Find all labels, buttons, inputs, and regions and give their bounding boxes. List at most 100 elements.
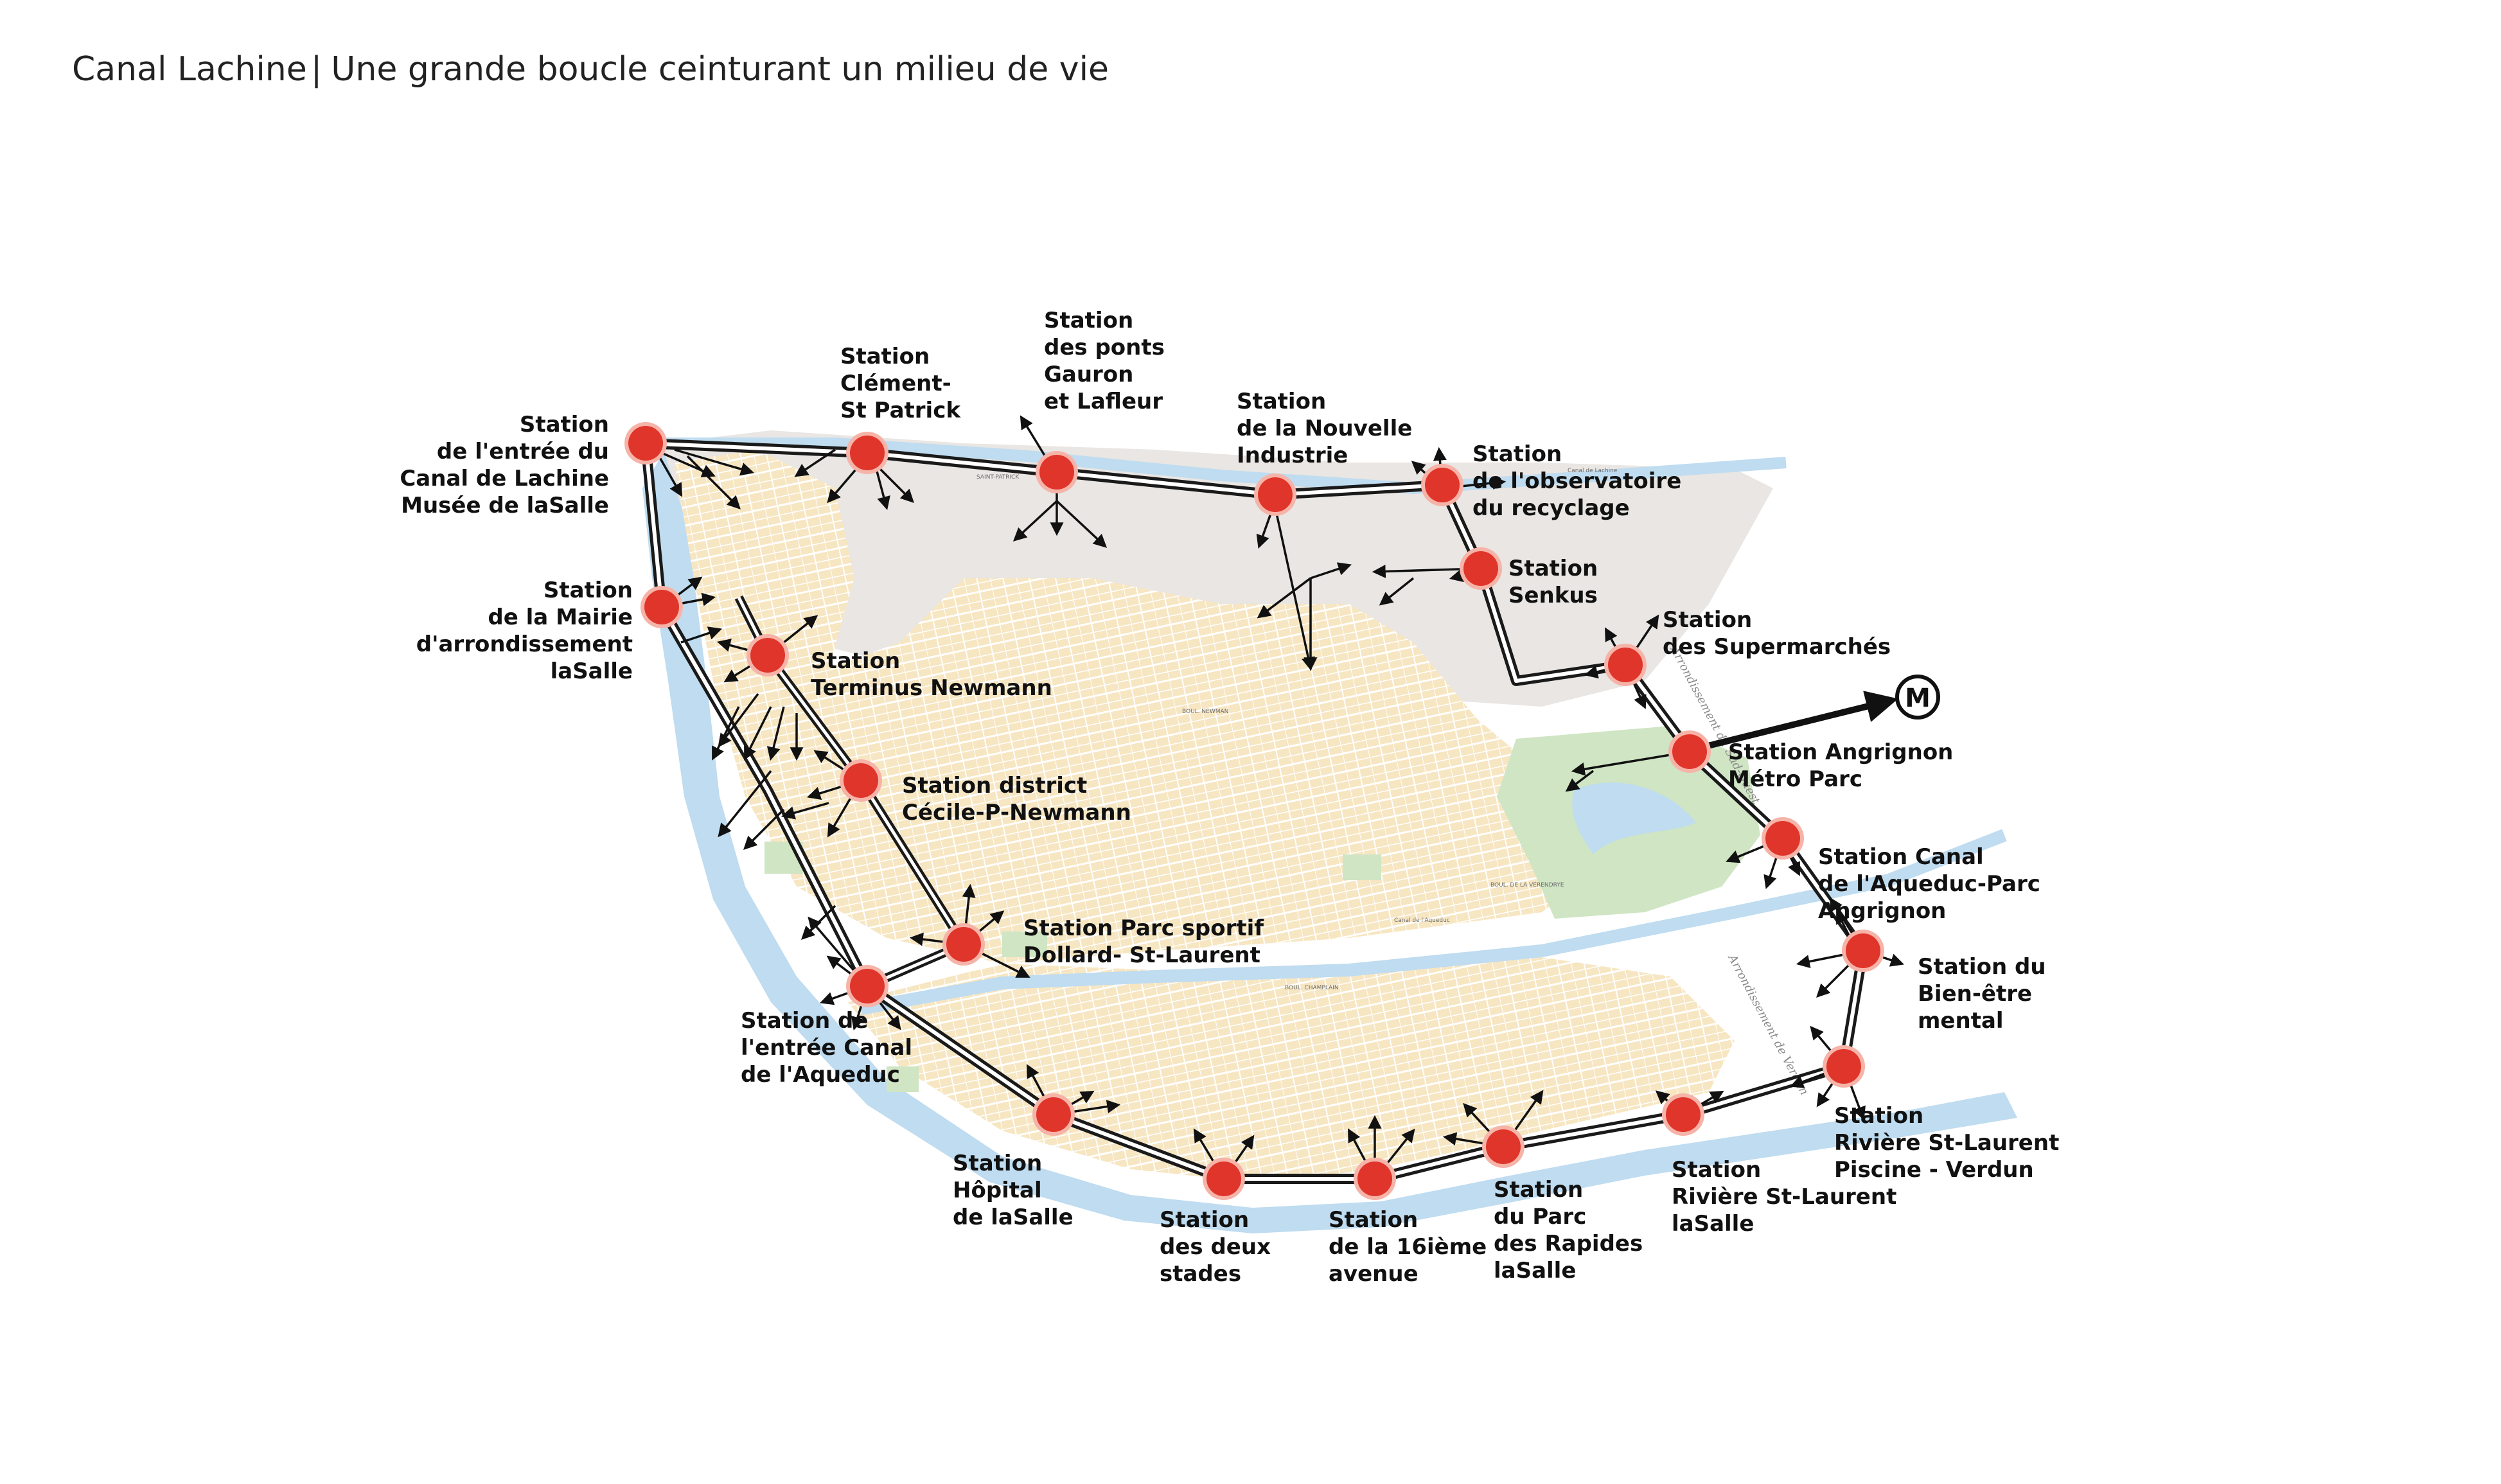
access-arrow xyxy=(712,706,740,761)
station-label-line: Hôpital xyxy=(953,1178,1042,1203)
station-district-cecile-newmann-marker[interactable] xyxy=(844,763,878,798)
station-label-line: Station xyxy=(1472,441,1562,467)
access-arrow xyxy=(680,626,722,644)
station-observatoire-recyclage-marker[interactable] xyxy=(1425,468,1460,502)
station-label-line: des deux xyxy=(1160,1234,1271,1260)
station-label-line: Station xyxy=(1329,1207,1418,1233)
park-4 xyxy=(887,1066,919,1092)
canal-aqueduc-label: Canal de l'Aqueduc xyxy=(1394,917,1450,924)
station-label-line: laSalle xyxy=(551,658,633,684)
metro-icon: M xyxy=(1905,684,1931,713)
station-label-line: Bien-être xyxy=(1918,981,2032,1007)
station-label-line: Station xyxy=(544,578,633,603)
station-label-line: Station du xyxy=(1918,954,2046,980)
station-label-line: laSalle xyxy=(1672,1211,1754,1237)
station-label-line: Clément- xyxy=(840,371,951,396)
station-bien-etre-mental-marker[interactable] xyxy=(1846,933,1880,968)
station-nouvelle-industrie-marker[interactable] xyxy=(1258,477,1293,512)
station-angrignon-metro-parc-marker[interactable] xyxy=(1672,734,1707,769)
access-arrow xyxy=(781,802,829,820)
station-label-line: St Patrick xyxy=(840,398,961,423)
station-entree-canal-lachine-marker[interactable] xyxy=(628,426,663,461)
street-saint-patrick: SAINT-PATRICK xyxy=(977,474,1020,481)
station-label-line: Station xyxy=(1508,556,1598,581)
residential-north xyxy=(675,450,1593,964)
station-label-line: laSalle xyxy=(1494,1258,1576,1284)
station-mairie-lasalle-marker[interactable] xyxy=(644,590,679,624)
station-canal-aqueduc-parc-angrignon-marker[interactable] xyxy=(1765,821,1800,856)
station-label-line: Industrie xyxy=(1237,443,1348,468)
station-label-line: Station Parc sportif xyxy=(1023,915,1264,941)
access-arrow xyxy=(1310,562,1352,579)
station-label-line: l'entrée Canal xyxy=(741,1035,912,1061)
access-arrow xyxy=(743,808,785,850)
station-label-line: Dollard- St-Laurent xyxy=(1023,942,1260,968)
street-boul-verendrye: BOUL. DE LA VÉRENDRYE xyxy=(1490,881,1564,888)
title-right: Une grande boucle ceinturant un milieu d… xyxy=(331,50,1109,89)
station-label-line: Station xyxy=(1160,1207,1249,1233)
station-label-line: Musée de laSalle xyxy=(401,493,609,518)
station-senkus-marker[interactable] xyxy=(1463,551,1498,586)
station-label-line: Métro Parc xyxy=(1728,766,1862,792)
access-arrow xyxy=(661,452,716,477)
page-title: Canal Lachine|Une grande boucle ceintura… xyxy=(72,50,1109,89)
title-left: Canal Lachine xyxy=(72,50,307,89)
access-arrow xyxy=(1836,910,1851,939)
station-label-line: de la Nouvelle xyxy=(1237,416,1412,441)
station-label-line: Station xyxy=(811,648,900,674)
station-label-line: Station xyxy=(1834,1103,1923,1129)
station-label-line: Station xyxy=(520,412,609,437)
station-hopital-lasalle-marker[interactable] xyxy=(1036,1097,1071,1132)
station-supermarches-marker[interactable] xyxy=(1608,648,1643,682)
metro-link-arrow xyxy=(1688,691,1898,754)
station-label-line: Canal de Lachine xyxy=(400,466,609,491)
station-label-line: de la 16ième xyxy=(1329,1234,1487,1260)
station-clement-st-patrick-marker[interactable] xyxy=(850,436,885,470)
access-arrow xyxy=(718,770,772,838)
station-16ieme-avenue-marker[interactable] xyxy=(1357,1162,1392,1196)
station-label-line: Terminus Newmann xyxy=(811,675,1052,701)
angrignon-lake xyxy=(1572,782,1696,854)
station-parc-rapides-lasalle-marker[interactable] xyxy=(1486,1129,1521,1164)
park-3 xyxy=(1343,854,1381,880)
station-label-line: Gauron xyxy=(1044,362,1133,387)
station-label-line: Station xyxy=(1672,1157,1761,1183)
station-riviere-st-laurent-lasalle-marker[interactable] xyxy=(1666,1097,1701,1132)
station-label-line: Station xyxy=(1494,1177,1583,1203)
station-label-line: stades xyxy=(1160,1261,1241,1287)
canal-lachine-label: Canal de Lachine xyxy=(1568,468,1618,474)
station-ponts-gauron-lafleur-marker[interactable] xyxy=(1039,455,1074,490)
street-boul-champlain: BOUL. CHAMPLAIN xyxy=(1285,985,1339,991)
station-parc-sportif-dollard-marker[interactable] xyxy=(946,927,981,962)
metro-symbol-ring xyxy=(1895,675,1940,720)
station-label-line: de l'Aqueduc xyxy=(741,1062,900,1088)
station-deux-stades-marker[interactable] xyxy=(1206,1162,1241,1196)
station-terminus-newmann-marker[interactable] xyxy=(750,638,785,673)
station-label-line: de laSalle xyxy=(953,1205,1074,1230)
street-boul-newman: BOUL. NEWMAN xyxy=(1182,709,1228,715)
station-label-line: Angrignon xyxy=(1818,898,1946,924)
canal-lachine xyxy=(655,437,1787,495)
access-arrow xyxy=(1012,500,1058,542)
access-arrow xyxy=(794,448,836,477)
station-label-line: Station Angrignon xyxy=(1728,739,1953,765)
access-arrow xyxy=(674,448,755,476)
station-riviere-st-laurent-piscine-verdun-marker[interactable] xyxy=(1826,1049,1861,1084)
station-label-line: Station xyxy=(840,344,930,369)
station-entree-canal-aqueduc-marker[interactable] xyxy=(850,969,885,1003)
station-label-line: de l'observatoire xyxy=(1472,468,1681,494)
